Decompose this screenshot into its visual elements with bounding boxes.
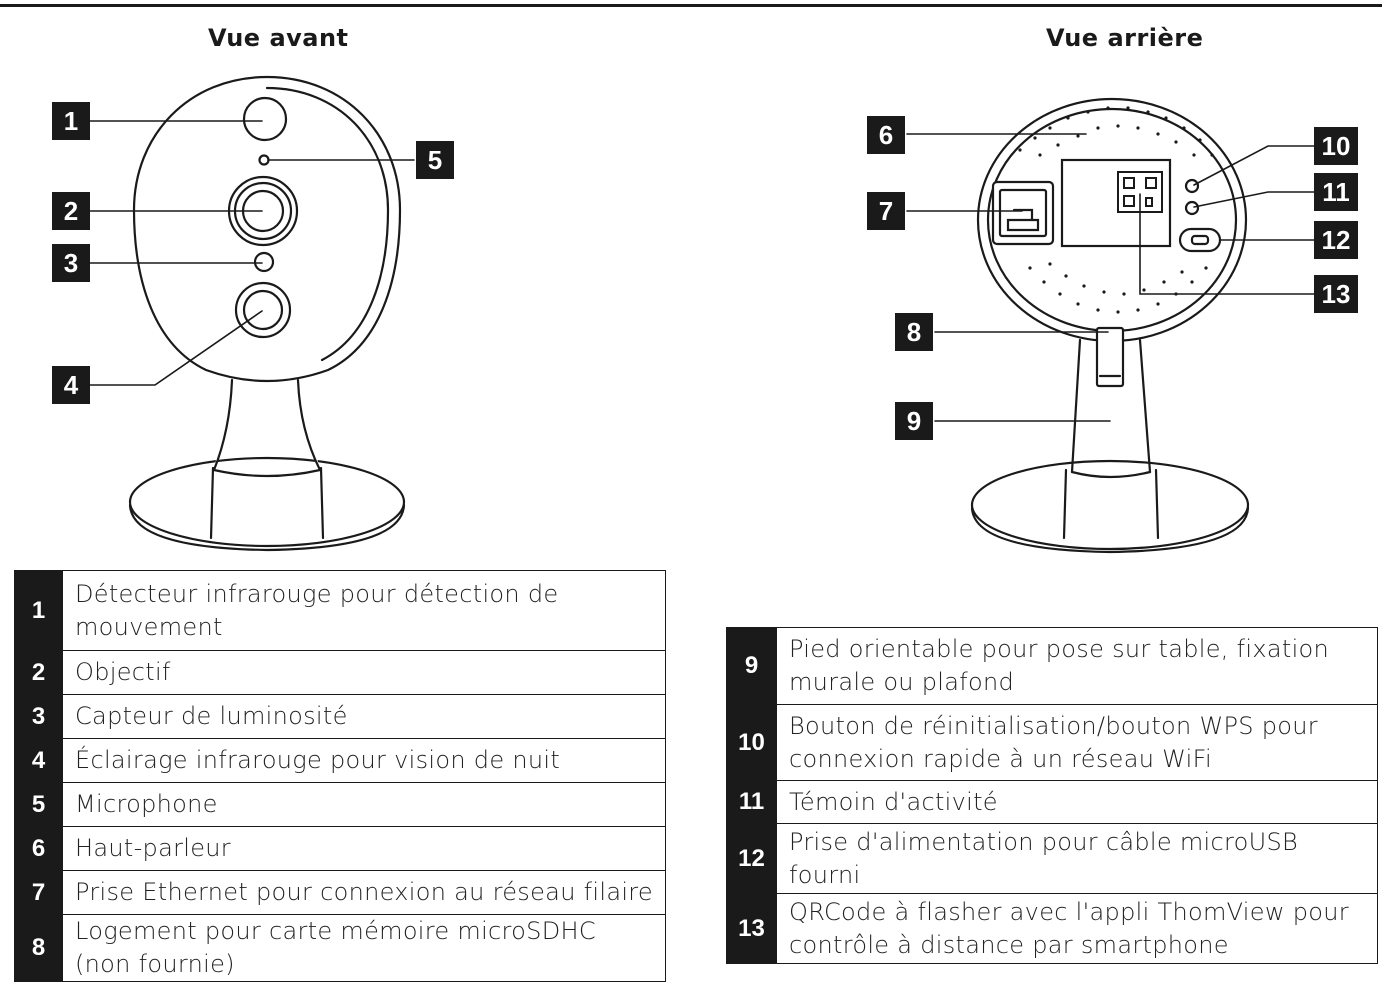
back-view-title: Vue arrière: [1046, 24, 1204, 52]
callout-7: 7: [867, 192, 905, 230]
legend-row: 13 QRCode à flasher avec l'appli ThomVie…: [726, 893, 1378, 964]
legend-row: 10 Bouton de réinitialisation/bouton WPS…: [726, 704, 1378, 781]
legend-text: Objectif: [62, 650, 666, 695]
legend-text: Prise d'alimentation pour câble microUSB…: [776, 823, 1378, 894]
callout-12: 12: [1314, 221, 1358, 259]
top-rule: [0, 4, 1382, 7]
callout-5: 5: [416, 141, 454, 179]
legend-number: 12: [726, 823, 777, 894]
back-camera-drawing: [970, 97, 1250, 554]
callout-4: 4: [52, 366, 90, 404]
legend-row: 11 Témoin d'activité: [726, 780, 1378, 824]
legend-row: 8 Logement pour carte mémoire microSDHC …: [14, 914, 666, 982]
front-view-title: Vue avant: [208, 24, 349, 52]
legend-text: QRCode à flasher avec l'appli ThomView p…: [776, 893, 1378, 964]
legend-row: 7 Prise Ethernet pour connexion au résea…: [14, 870, 666, 915]
speaker-grille: [1018, 106, 1214, 314]
legend-row: 6 Haut-parleur: [14, 826, 666, 871]
legend-text: Pied orientable pour pose sur table, fix…: [776, 627, 1378, 705]
legend-row: 9 Pied orientable pour pose sur table, f…: [726, 627, 1378, 705]
legend-row: 4 Éclairage infrarouge pour vision de nu…: [14, 738, 666, 783]
legend-number: 1: [14, 570, 63, 651]
legend-table-left: 1 Détecteur infrarouge pour détection de…: [14, 570, 666, 982]
legend-number: 2: [14, 650, 63, 695]
legend-number: 9: [726, 627, 777, 705]
callout-13: 13: [1314, 275, 1358, 313]
legend-row: 5 Microphone: [14, 782, 666, 827]
callout-2: 2: [52, 192, 90, 230]
legend-text: Microphone: [62, 782, 666, 827]
legend-number: 5: [14, 782, 63, 827]
legend-text: Capteur de luminosité: [62, 694, 666, 739]
legend-number: 6: [14, 826, 63, 871]
legend-number: 11: [726, 780, 777, 824]
legend-row: 1 Détecteur infrarouge pour détection de…: [14, 570, 666, 651]
callout-8: 8: [895, 313, 933, 351]
callout-6: 6: [867, 116, 905, 154]
callout-1: 1: [52, 102, 90, 140]
callout-9: 9: [895, 402, 933, 440]
callout-3: 3: [52, 244, 90, 282]
legend-number: 13: [726, 893, 777, 964]
legend-number: 8: [14, 914, 63, 982]
callout-10: 10: [1314, 127, 1358, 165]
legend-text: Haut-parleur: [62, 826, 666, 871]
legend-text: Détecteur infrarouge pour détection de m…: [62, 570, 666, 651]
legend-table-right: 9 Pied orientable pour pose sur table, f…: [726, 627, 1378, 964]
front-camera-drawing: [128, 75, 406, 552]
legend-text: Témoin d'activité: [776, 780, 1378, 824]
legend-row: 12 Prise d'alimentation pour câble micro…: [726, 823, 1378, 894]
legend-text: Logement pour carte mémoire microSDHC (n…: [62, 914, 666, 982]
legend-number: 7: [14, 870, 63, 915]
legend-text: Prise Ethernet pour connexion au réseau …: [62, 870, 666, 915]
legend-number: 10: [726, 704, 777, 781]
legend-row: 3 Capteur de luminosité: [14, 694, 666, 739]
legend-number: 3: [14, 694, 63, 739]
legend-number: 4: [14, 738, 63, 783]
legend-text: Bouton de réinitialisation/bouton WPS po…: [776, 704, 1378, 781]
legend-text: Éclairage infrarouge pour vision de nuit: [62, 738, 666, 783]
callout-11: 11: [1314, 173, 1358, 211]
legend-row: 2 Objectif: [14, 650, 666, 695]
